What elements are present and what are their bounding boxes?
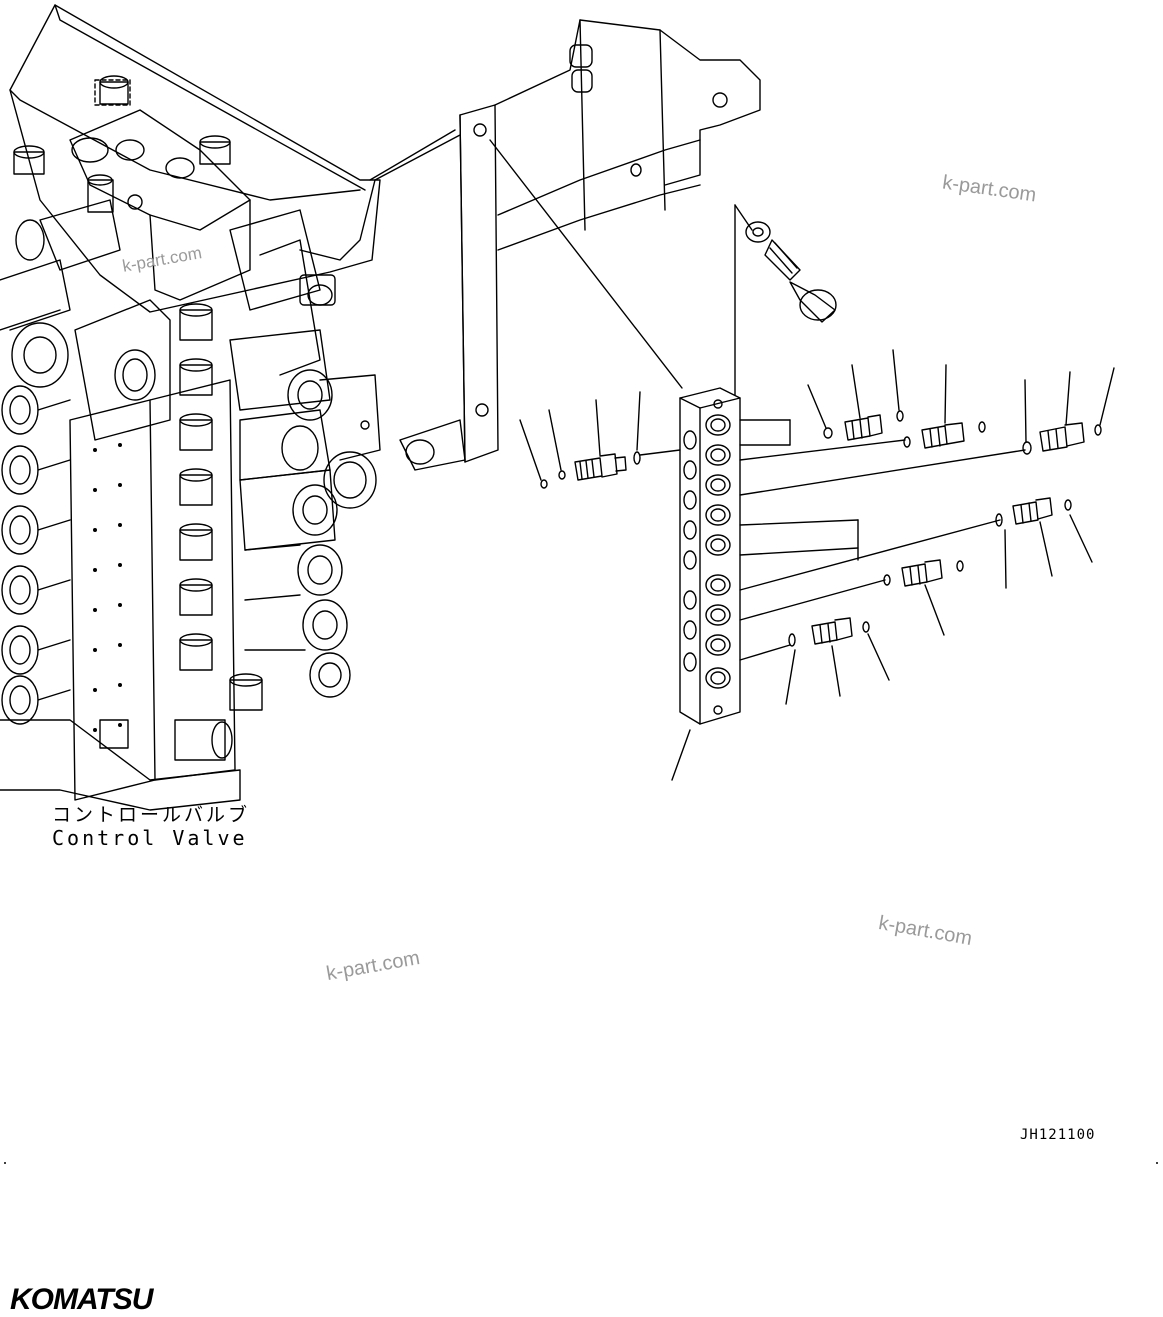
mounting-bolt: [734, 204, 837, 396]
manifold-block: [489, 139, 741, 781]
fittings: [519, 349, 1115, 705]
component-label-en: Control Valve: [52, 826, 248, 850]
mounting-bracket: [299, 19, 761, 471]
control-valve: [0, 4, 381, 811]
brand-logo: KOMATSU: [10, 1283, 153, 1316]
drawing-code: JH121100: [1020, 1127, 1096, 1143]
component-label-jp: コントロールバルブ: [52, 804, 251, 826]
